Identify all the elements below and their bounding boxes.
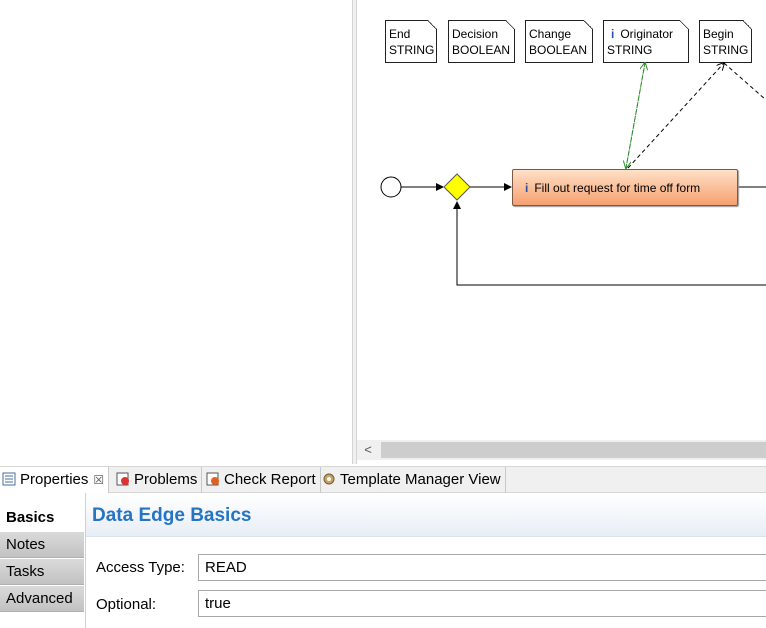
data-object-change-name: Change <box>529 27 572 41</box>
data-object-originator[interactable]: i Originator STRING <box>603 20 689 63</box>
exclusive-gateway[interactable] <box>443 173 471 201</box>
data-object-decision-name: Decision <box>452 27 499 41</box>
process-flow-graphics <box>380 0 766 286</box>
data-object-end[interactable]: End STRING <box>385 20 437 63</box>
data-object-originator-name: Originator <box>620 27 674 41</box>
data-object-change-type: BOOLEAN <box>529 43 588 57</box>
scrollbar-thumb[interactable] <box>381 442 766 458</box>
access-type-label: Access Type: <box>96 559 185 576</box>
info-icon: i <box>611 27 615 41</box>
association-begin[interactable] <box>627 63 724 169</box>
tab-template-manager-label: Template Manager View <box>340 471 501 488</box>
association-originator-back[interactable] <box>626 62 646 168</box>
tab-properties-label: Properties <box>20 471 89 488</box>
loop-back-flow[interactable] <box>453 201 766 286</box>
data-object-end-type: STRING <box>389 43 435 57</box>
problems-icon <box>116 472 129 486</box>
nav-item-notes[interactable]: Notes <box>0 532 84 558</box>
association-begin-right[interactable] <box>723 62 766 101</box>
data-object-end-name: End <box>389 27 411 41</box>
data-object-originator-type: STRING <box>607 43 653 57</box>
process-canvas[interactable] <box>357 0 766 440</box>
horizontal-scrollbar[interactable]: < <box>357 440 766 460</box>
close-icon[interactable]: ☒ <box>93 473 105 487</box>
tab-properties[interactable]: Properties ☒ <box>0 467 110 493</box>
data-object-decision[interactable]: Decision BOOLEAN <box>448 20 515 63</box>
optional-field[interactable]: true <box>198 590 766 617</box>
data-object-begin-type: STRING <box>703 43 749 57</box>
data-object-begin[interactable]: Begin STRING <box>699 20 752 63</box>
view-tab-bar: Properties ☒ Problems Check Report Templa… <box>0 466 766 493</box>
start-event[interactable] <box>380 176 402 198</box>
access-type-field[interactable]: READ <box>198 554 766 581</box>
optional-label: Optional: <box>96 596 157 613</box>
nav-item-advanced[interactable]: Advanced <box>0 586 84 612</box>
nav-item-basics[interactable]: Basics <box>0 505 86 531</box>
tab-check-report[interactable]: Check Report <box>204 467 321 493</box>
user-task[interactable]: i Fill out request for time off form <box>512 169 738 206</box>
canvas-bottom-gap <box>357 460 766 464</box>
data-object-begin-name: Begin <box>703 27 734 41</box>
properties-icon <box>2 472 16 486</box>
data-object-decision-type: BOOLEAN <box>452 43 511 57</box>
tab-problems-label: Problems <box>134 471 198 488</box>
scroll-left-arrow[interactable]: < <box>364 442 372 457</box>
properties-header: Data Edge Basics <box>86 493 766 537</box>
properties-nav-divider <box>85 493 86 628</box>
association-originator[interactable] <box>625 63 645 169</box>
properties-nav: Basics Notes Tasks Advanced <box>0 493 86 628</box>
tab-check-report-label: Check Report <box>224 471 316 488</box>
template-manager-icon <box>323 473 335 485</box>
tab-problems[interactable]: Problems <box>114 467 203 493</box>
nav-item-tasks[interactable]: Tasks <box>0 559 84 585</box>
properties-title: Data Edge Basics <box>92 505 252 526</box>
pane-splitter[interactable] <box>352 0 357 464</box>
task-label: Fill out request for time off form <box>534 181 701 195</box>
left-pane <box>0 0 352 464</box>
data-object-change[interactable]: Change BOOLEAN <box>525 20 593 63</box>
check-report-icon <box>206 472 219 486</box>
info-icon: i <box>525 181 529 195</box>
tab-template-manager-view[interactable]: Template Manager View <box>320 467 506 493</box>
